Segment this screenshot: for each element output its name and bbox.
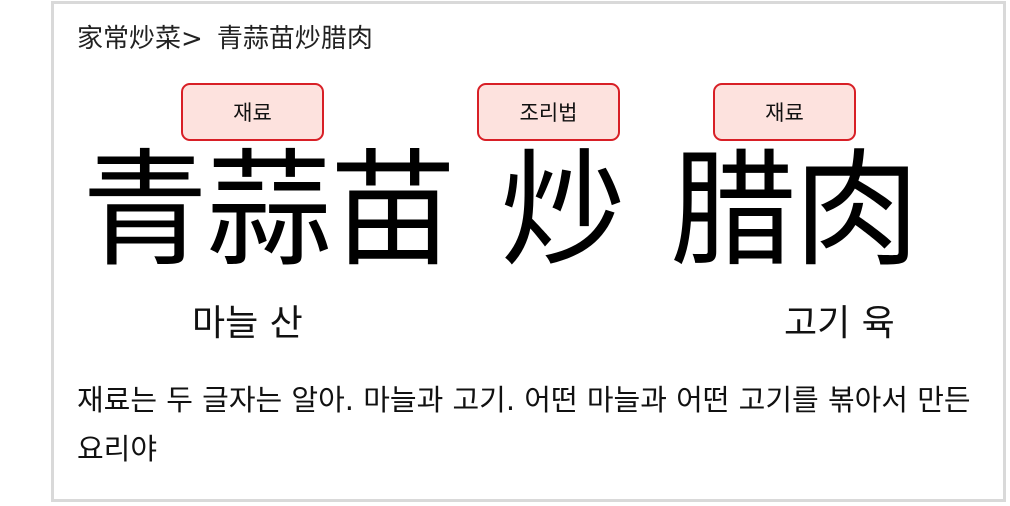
ingredient-tag: 재료 bbox=[181, 83, 324, 141]
gloss-garlic: 마늘 산 bbox=[192, 303, 303, 344]
dish-name-part-stir-fry: 炒 bbox=[500, 137, 626, 284]
ingredient-tag-2: 재료 bbox=[713, 83, 856, 141]
breadcrumb-current: 青蒜苗炒腊肉 bbox=[216, 24, 373, 54]
breadcrumb-separator: > bbox=[181, 24, 203, 54]
lesson-card: 家常炒菜> 青蒜苗炒腊肉 재료 조리법 재료 青蒜苗 炒 腊肉 마늘 산 고기 육… bbox=[51, 1, 1006, 502]
dish-name-part-cured-meat: 腊肉 bbox=[670, 137, 920, 284]
cooking-method-tag: 조리법 bbox=[477, 83, 620, 141]
gloss-meat: 고기 육 bbox=[784, 303, 895, 344]
breadcrumb: 家常炒菜> 青蒜苗炒腊肉 bbox=[77, 24, 373, 54]
dish-name-part-garlic-sprout: 青蒜苗 bbox=[82, 137, 456, 284]
description-text: 재료는 두 글자는 알아. 마늘과 고기. 어떤 마늘과 어떤 고기를 볶아서 … bbox=[77, 383, 971, 466]
breadcrumb-category[interactable]: 家常炒菜 bbox=[77, 24, 182, 54]
